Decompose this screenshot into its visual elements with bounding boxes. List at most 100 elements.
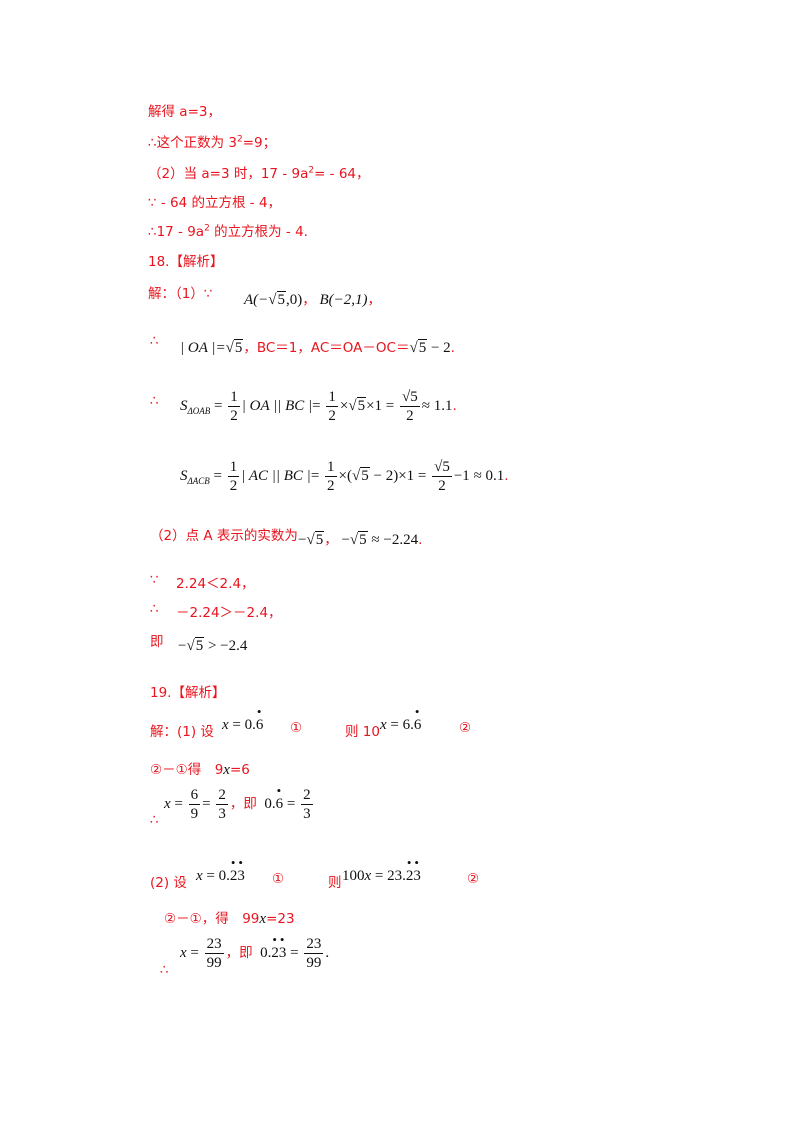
inequality-2: －2.24＞－2.4， bbox=[176, 605, 282, 621]
text: 5 bbox=[194, 637, 205, 654]
text: 5 bbox=[360, 466, 370, 484]
numerator: 23 bbox=[304, 936, 324, 954]
denominator: 99 bbox=[306, 955, 322, 971]
superscript: 2 bbox=[308, 165, 315, 176]
text: x bbox=[222, 717, 229, 733]
text: =23 bbox=[266, 911, 295, 927]
repeating-digit: 3 bbox=[413, 855, 421, 885]
text: =6 bbox=[229, 762, 250, 778]
denominator: 2 bbox=[230, 408, 238, 424]
denominator: 3 bbox=[218, 806, 226, 822]
q19-part2-label: (2) 设 bbox=[150, 875, 187, 891]
text: ≈ 0.1 bbox=[473, 467, 505, 484]
text: ②－①，得 99 bbox=[164, 911, 260, 927]
comma: ， bbox=[243, 340, 257, 356]
numerator: 1 bbox=[326, 389, 338, 407]
oa-length: | OA |=√5，BC＝1，AC＝OA－OC＝√5 − 2. bbox=[180, 336, 455, 357]
ji-label: 即 bbox=[150, 634, 164, 650]
circle-2b: ② bbox=[467, 871, 480, 887]
text: 5 bbox=[314, 531, 325, 548]
numerator: 1 bbox=[227, 459, 240, 477]
text: | OA |= bbox=[180, 340, 226, 356]
text: （2）当 a=3 时，17 - 9a bbox=[148, 166, 309, 182]
repeating-digit: 6 bbox=[414, 704, 422, 734]
because-3: ∵ bbox=[150, 572, 159, 588]
text: ≈ −2.24 bbox=[371, 532, 419, 548]
point-a-value: −√5， −√5 ≈ −2.24. bbox=[298, 531, 423, 548]
step-subtract-2: ②－①，得 99x=23 bbox=[164, 907, 295, 928]
repeating-digit: 2 bbox=[230, 855, 238, 885]
comma: ， bbox=[324, 532, 338, 548]
therefore-5: ∴ bbox=[160, 962, 169, 978]
text: x bbox=[364, 868, 372, 884]
sqrt: √5 bbox=[225, 339, 244, 356]
text: 5 bbox=[358, 531, 368, 548]
q19-part1-label: 解：(1) 设 bbox=[150, 724, 214, 740]
circle-2: ② bbox=[459, 720, 472, 736]
text: 5 bbox=[356, 396, 367, 414]
text: x bbox=[259, 911, 267, 927]
period: . bbox=[504, 467, 509, 484]
text: ∴这个正数为 3 bbox=[148, 135, 237, 151]
line-cube-root-conclusion: ∴17 - 9a2 的立方根为 - 4. bbox=[148, 220, 308, 241]
numerator: 2 bbox=[301, 787, 313, 805]
text: x bbox=[380, 717, 387, 733]
line-solve-a: 解得 a=3， bbox=[148, 104, 221, 120]
repeating-digit: 2 bbox=[271, 932, 279, 962]
sqrt: √5 bbox=[348, 396, 367, 414]
text: ≈ 1.1 bbox=[421, 397, 453, 414]
period: . bbox=[450, 340, 455, 356]
numerator: 1 bbox=[325, 459, 337, 477]
text: ，即 bbox=[229, 795, 257, 812]
x-fraction-result: x = 69= 23，即 0.6 = 23 bbox=[164, 783, 315, 823]
text: ②－①得 9 bbox=[150, 762, 224, 778]
numerator: √5 bbox=[432, 459, 452, 477]
heading-19: 19.【解析】 bbox=[150, 685, 226, 701]
superscript: 2 bbox=[204, 223, 210, 234]
text: ∴17 - 9a bbox=[148, 224, 205, 240]
text: ，即 bbox=[225, 944, 253, 961]
numerator: 1 bbox=[228, 389, 240, 407]
circle-1: ① bbox=[290, 720, 303, 736]
text: 5 bbox=[276, 291, 287, 308]
period: . bbox=[452, 397, 457, 414]
numerator: 2 bbox=[216, 787, 228, 805]
x-equals-6-6: x = 6.6 bbox=[380, 704, 422, 734]
repeating-digit: 6 bbox=[256, 704, 264, 734]
numerator: 23 bbox=[204, 936, 224, 954]
text: B(−2,1) bbox=[319, 292, 368, 308]
then-10-label: 则 10 bbox=[345, 724, 380, 740]
comma: ， bbox=[302, 292, 316, 308]
text: 的立方根为 - 4. bbox=[209, 224, 308, 240]
denominator: 99 bbox=[206, 955, 222, 971]
text: 5 bbox=[233, 339, 244, 356]
text: x bbox=[164, 795, 171, 812]
repeating-digit: 3 bbox=[279, 932, 287, 962]
line-cube-root: ∵ - 64 的立方根 - 4， bbox=[148, 195, 282, 211]
text: S bbox=[180, 467, 188, 484]
text: x bbox=[223, 762, 230, 778]
points-a-b: A(−√5,0)， B(−2,1)， bbox=[244, 288, 381, 309]
x-equals-0-6: x = 0.6 bbox=[222, 704, 264, 734]
then-label: 则 bbox=[328, 875, 342, 891]
text: BC＝1，AC＝OA－OC＝ bbox=[256, 340, 410, 356]
text: > −2.4 bbox=[204, 638, 248, 654]
text: = - 64， bbox=[314, 166, 370, 182]
numerator: √5 bbox=[399, 389, 420, 407]
subscript: ΔOAB bbox=[187, 405, 211, 416]
therefore-1: ∴ bbox=[150, 333, 159, 349]
x-100-equals: 100x = 23.23 bbox=[342, 855, 421, 885]
repeating-digit: 3 bbox=[237, 855, 245, 885]
sqrt: √5 bbox=[306, 531, 325, 548]
comma: ， bbox=[367, 292, 382, 308]
